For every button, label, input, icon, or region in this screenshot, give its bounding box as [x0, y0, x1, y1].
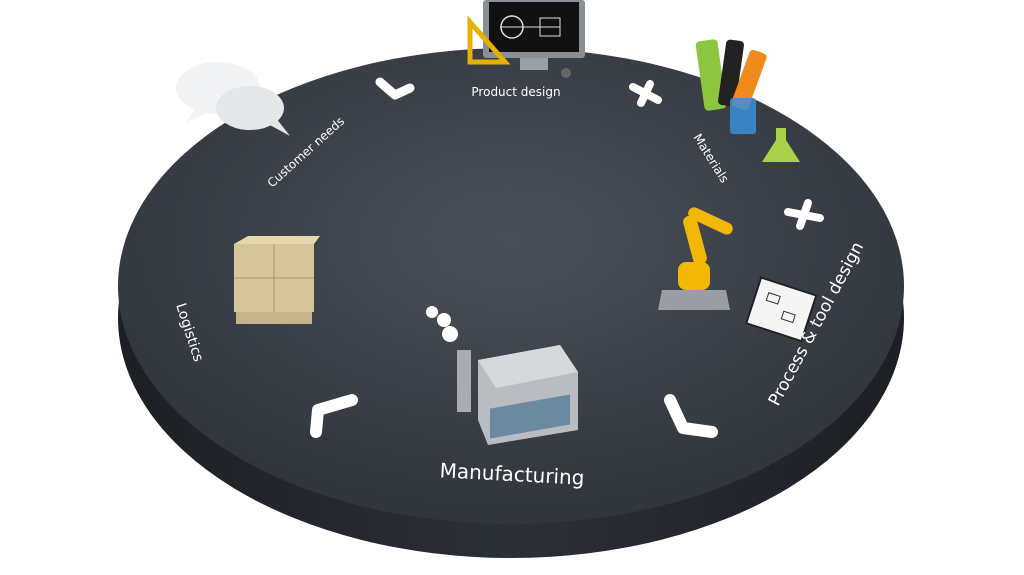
disk-top: [118, 48, 904, 524]
pallet-boxes-icon: [234, 236, 320, 324]
stage-label-product-design: Product design: [471, 85, 560, 99]
plus-icon: [784, 199, 824, 230]
flask-icon: [762, 128, 800, 162]
chevron-icon: [664, 394, 718, 438]
speech-bubbles-icon: [176, 62, 290, 136]
chevron-icon: [375, 77, 415, 100]
factory-icon: [426, 306, 578, 445]
robot-arm-icon: [658, 207, 733, 310]
chevron-icon: [310, 394, 358, 438]
beaker-icon: [730, 98, 756, 134]
monitor-icon: [483, 0, 585, 78]
color-swatch-icon: [695, 39, 767, 111]
notebook-icon: [745, 276, 818, 343]
triangle-ruler-icon: [467, 15, 511, 65]
plus-icon: [629, 80, 662, 107]
